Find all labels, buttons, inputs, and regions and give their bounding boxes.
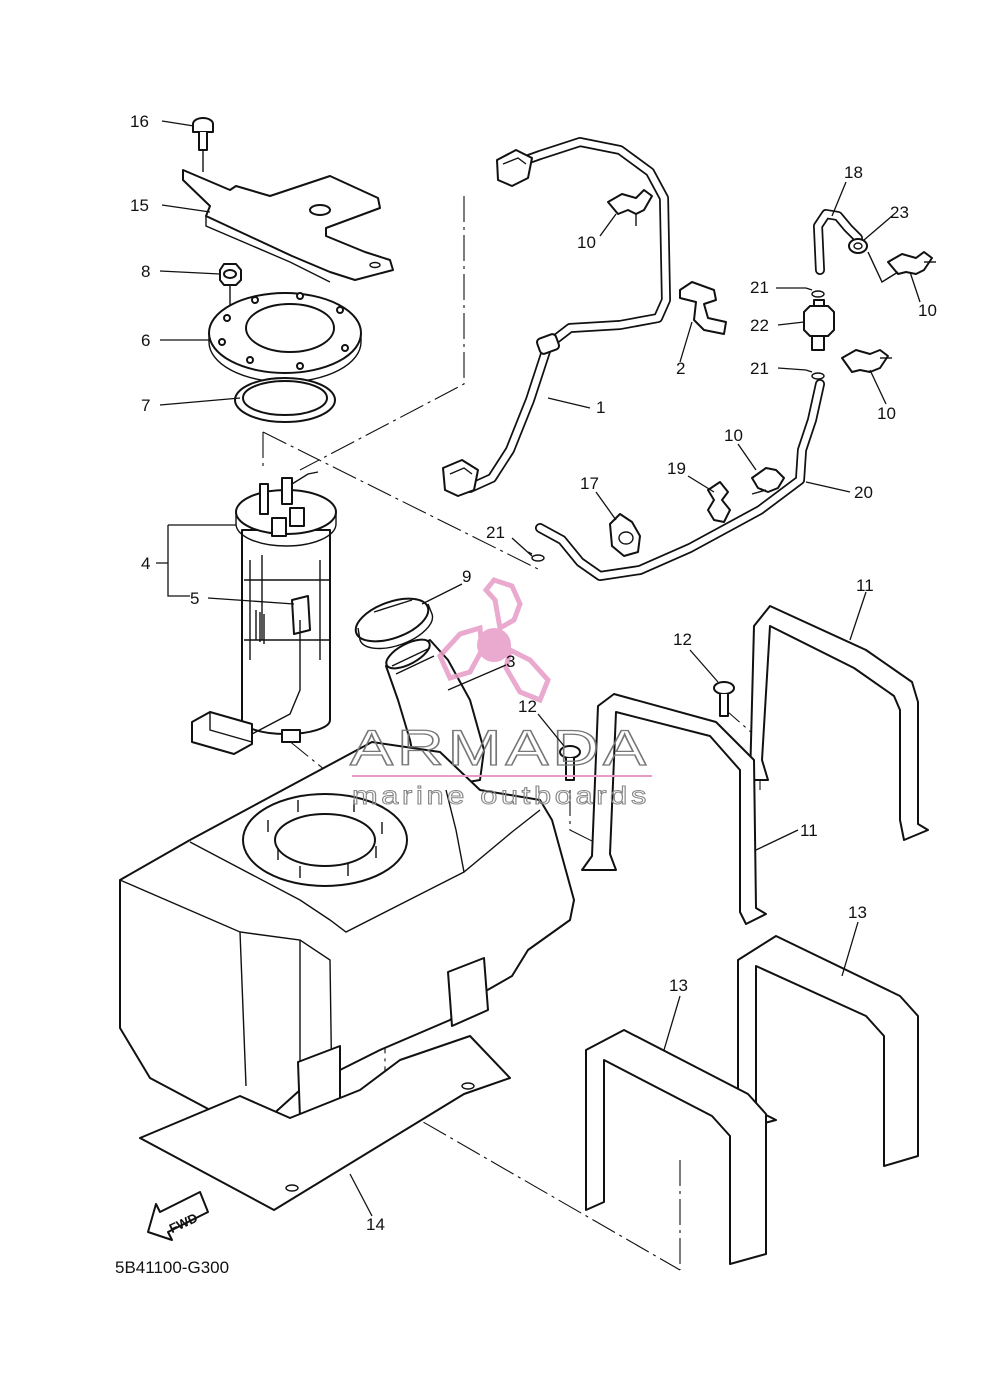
pad-14 — [139, 1035, 511, 1211]
hose-20 — [535, 379, 825, 581]
strap-11-front — [581, 693, 767, 925]
bolt-12-a — [713, 681, 735, 717]
clamp-17 — [609, 513, 641, 557]
connector-5 — [191, 711, 253, 755]
callout-3: 3 — [506, 652, 515, 671]
callout-19: 19 — [667, 459, 686, 478]
fuel-tank — [119, 741, 575, 1129]
callout-10-c: 10 — [877, 404, 896, 423]
pad-13-front — [585, 1029, 767, 1265]
callout-21-a: 21 — [750, 278, 769, 297]
callout-15: 15 — [130, 196, 149, 215]
callout-2: 2 — [676, 359, 685, 378]
clip-10-a — [607, 189, 653, 226]
ring-plate-6 — [208, 292, 362, 383]
callout-7: 7 — [141, 396, 150, 415]
callout-6: 6 — [141, 331, 150, 350]
callout-10-b: 10 — [918, 301, 937, 320]
callout-1: 1 — [596, 398, 605, 417]
bolt-12-b — [559, 745, 581, 781]
clip-21-c — [527, 551, 545, 562]
fuel-pump-assembly-4 — [235, 471, 337, 743]
callout-13-b: 13 — [669, 976, 688, 995]
callout-8: 8 — [141, 262, 150, 281]
watermark-tagline: marine outboards — [352, 782, 650, 810]
clip-10-c — [841, 349, 892, 373]
fuel-hose-1 — [442, 137, 671, 497]
callout-9: 9 — [462, 567, 471, 586]
callout-22: 22 — [750, 316, 769, 335]
clip-21-b — [805, 369, 825, 380]
callout-11-b: 11 — [800, 821, 818, 840]
callout-11-a: 11 — [856, 576, 874, 595]
fwd-arrow-icon: FWD — [147, 1191, 209, 1241]
callout-12-a: 12 — [673, 630, 692, 649]
callouts: 16 15 8 6 7 4 5 9 3 1 10 2 18 23 21 22 2… — [130, 112, 937, 1234]
filler-neck-3 — [385, 638, 485, 791]
callout-14: 14 — [366, 1215, 385, 1234]
strap-11-rear — [749, 605, 929, 841]
callout-23: 23 — [890, 203, 909, 222]
clip-19 — [707, 481, 731, 523]
callout-5: 5 — [190, 589, 199, 608]
grommet-23 — [848, 238, 899, 284]
bolt-16 — [192, 117, 214, 172]
callout-10-d: 10 — [724, 426, 743, 445]
watermark-brand: ARMADA — [350, 720, 650, 776]
nut-8 — [219, 263, 242, 312]
clip-21-a — [805, 287, 825, 298]
bracket-15 — [182, 169, 394, 283]
callout-12-b: 12 — [518, 697, 537, 716]
callout-20: 20 — [854, 483, 873, 502]
clamp-2 — [679, 281, 727, 335]
callout-4: 4 — [141, 554, 150, 573]
gasket-7 — [234, 377, 336, 423]
callout-13-a: 13 — [848, 903, 867, 922]
leader-lines — [156, 120, 921, 1217]
drawing-code: 5B41100-G300 — [115, 1258, 229, 1277]
armada-logo — [437, 577, 551, 704]
valve-22 — [803, 299, 835, 351]
callout-16: 16 — [130, 112, 149, 131]
callout-18: 18 — [844, 163, 863, 182]
callout-10-a: 10 — [577, 233, 596, 252]
clip-10-b — [887, 251, 936, 275]
callout-17: 17 — [580, 474, 599, 493]
pad-13-rear — [737, 935, 919, 1167]
clip-10-d — [751, 467, 785, 495]
callout-21-b: 21 — [750, 359, 769, 378]
callout-21-c: 21 — [486, 523, 505, 542]
filler-cap-9 — [354, 597, 434, 650]
